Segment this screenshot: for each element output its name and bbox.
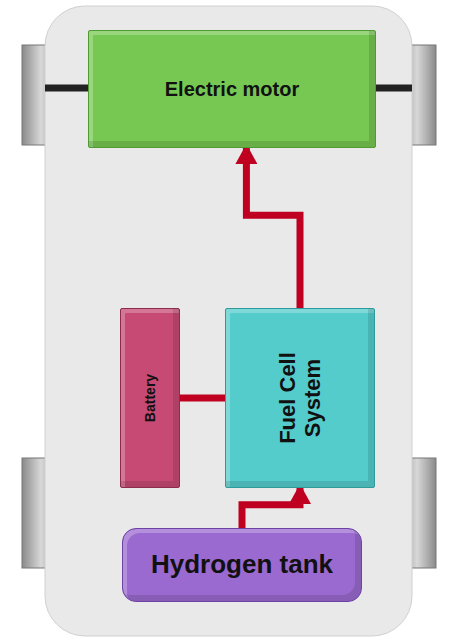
node-label: Hydrogen tank (151, 550, 333, 580)
power-arrow (246, 148, 300, 308)
node-label: Battery (142, 374, 158, 422)
fuel-cell-box: Fuel Cell System (225, 308, 375, 488)
node-label: Fuel Cell System (275, 338, 326, 458)
node-label: Electric motor (165, 78, 299, 101)
battery-box: Battery (120, 308, 180, 488)
tank-box: Hydrogen tank (122, 528, 362, 602)
axle (45, 85, 88, 92)
power-arrow (242, 488, 300, 528)
car-body (45, 6, 412, 636)
motor-box: Electric motor (88, 30, 376, 148)
axle (376, 85, 412, 92)
